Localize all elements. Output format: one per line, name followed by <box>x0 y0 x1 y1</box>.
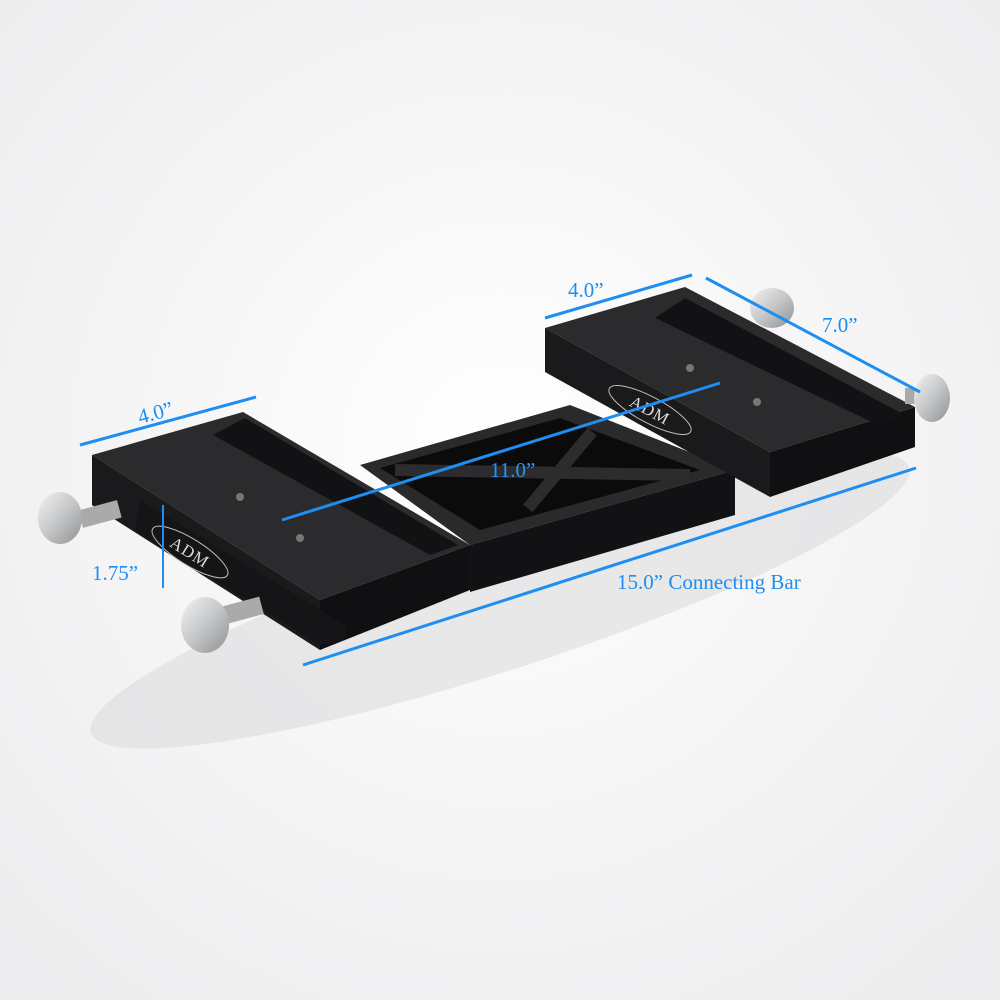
label-right-width: 4.0” <box>568 278 604 302</box>
shadow <box>90 451 910 749</box>
knob-right-front <box>905 374 950 422</box>
label-center-spacing: 11.0” <box>490 458 535 482</box>
knob-left-front <box>181 596 264 653</box>
label-height: 1.75” <box>92 561 138 585</box>
label-bar-length: 15.0” Connecting Bar <box>617 570 801 594</box>
connecting-bar <box>360 405 735 592</box>
label-saddle-length: 7.0” <box>822 313 858 337</box>
dimension-bar-length: 15.0” Connecting Bar <box>302 466 917 667</box>
dimension-saddle-length: 7.0” <box>705 276 921 394</box>
dimension-center-spacing: 11.0” <box>281 381 721 522</box>
right-saddle: ADM <box>545 287 915 497</box>
knob-left-back <box>38 492 122 544</box>
dimension-height: 1.75” <box>92 505 164 588</box>
left-saddle: ADM <box>92 412 470 650</box>
dimension-right-width: 4.0” <box>544 273 693 320</box>
